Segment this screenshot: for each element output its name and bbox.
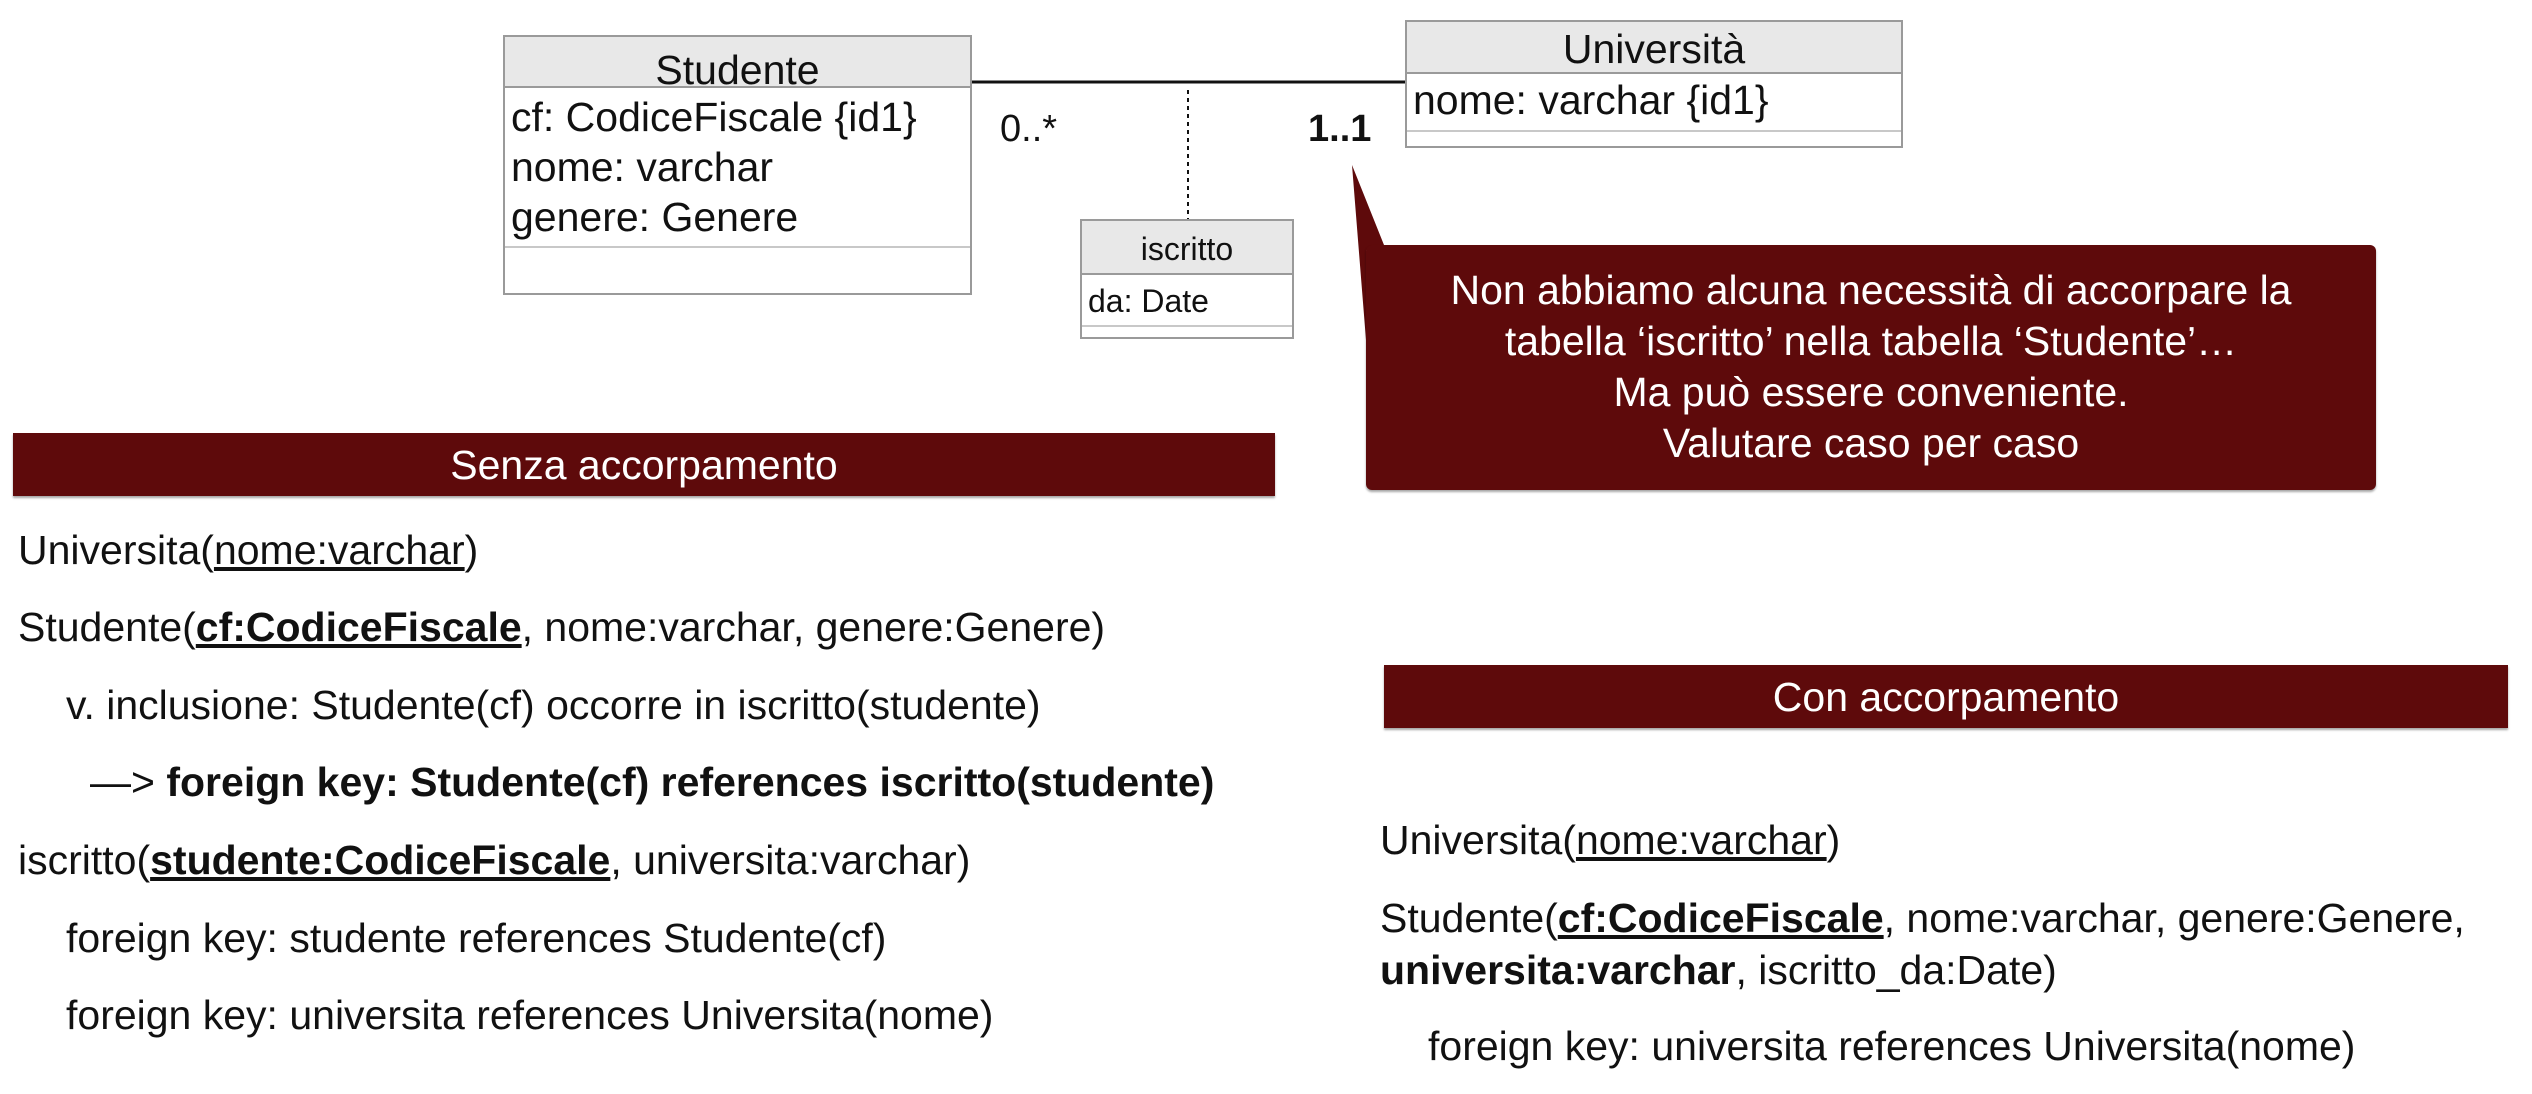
class-studente-name: Studente: [505, 37, 970, 91]
multiplicity-universita-side: 1..1: [1308, 108, 1372, 150]
class-attribute: genere: Genere: [511, 194, 799, 240]
section-title-senza: Senza accorpamento: [13, 433, 1275, 496]
class-universita-name: Università: [1407, 22, 1901, 74]
multiplicity-studente-side: 0..*: [1000, 108, 1058, 150]
relation-attributes: , iscritto_da:Date): [1735, 947, 2057, 993]
relation-name: Studente(: [1380, 895, 1558, 941]
primary-key: nome:varchar: [213, 527, 465, 573]
foreign-key-derived: —> foreign key: Studente(cf) references …: [90, 758, 1214, 806]
relation-name: Studente(: [18, 604, 196, 650]
callout-line: tabella ‘iscritto’ nella tabella ‘Studen…: [1504, 318, 2238, 364]
schema-universita: Universita(nome:varchar): [18, 526, 478, 574]
inclusion-constraint: v. inclusione: Studente(cf) occorre in i…: [66, 682, 1041, 728]
class-studente: Studente cf: CodiceFiscale {id1} nome: v…: [503, 35, 972, 295]
callout-line: Valutare caso per caso: [1662, 420, 2080, 466]
schema-studente-continued: universita:varchar, iscritto_da:Date): [1380, 946, 2057, 994]
class-universita-attributes: nome: varchar {id1}: [1407, 74, 1901, 130]
schema-iscritto: iscritto(studente:CodiceFiscale, univers…: [18, 836, 970, 884]
arrow-symbol: —>: [90, 759, 155, 805]
relation-name: iscritto(: [18, 837, 151, 883]
class-attribute: nome: varchar {id1}: [1413, 77, 1769, 123]
class-operations-compartment: [505, 246, 970, 258]
foreign-key-studente: foreign key: studente references Student…: [66, 915, 887, 961]
foreign-key-universita: foreign key: universita references Unive…: [66, 992, 994, 1038]
class-studente-attributes: cf: CodiceFiscale {id1} nome: varchar ge…: [505, 88, 970, 246]
class-attribute: nome: varchar: [511, 144, 774, 190]
class-operations-compartment: [1407, 130, 1901, 142]
schema-universita: Universita(nome:varchar): [1380, 816, 1840, 864]
class-universita: Università nome: varchar {id1}: [1405, 20, 1903, 148]
schema-studente: Studente(cf:CodiceFiscale, nome:varchar,…: [1380, 894, 2465, 942]
callout-line: Ma può essere conveniente.: [1613, 369, 2129, 415]
relation-attributes: , nome:varchar, genere:Genere,: [1883, 895, 2465, 941]
callout-line: Non abbiamo alcuna necessità di accorpar…: [1450, 267, 2292, 313]
primary-key: studente:CodiceFiscale: [150, 837, 611, 883]
schema-studente: Studente(cf:CodiceFiscale, nome:varchar,…: [18, 603, 1105, 651]
primary-key: cf:CodiceFiscale: [195, 604, 522, 650]
primary-key: cf:CodiceFiscale: [1557, 895, 1884, 941]
relation-name: Universita(: [1380, 817, 1576, 863]
association-class-iscritto: iscritto da: Date: [1080, 219, 1294, 339]
relation-attributes: , nome:varchar, genere:Genere): [521, 604, 1106, 650]
primary-key: nome:varchar: [1575, 817, 1827, 863]
merged-attribute: universita:varchar: [1380, 947, 1736, 993]
class-operations-compartment: [1082, 325, 1292, 337]
foreign-key-text: foreign key: Studente(cf) references isc…: [166, 759, 1215, 805]
class-iscritto-attributes: da: Date: [1082, 275, 1292, 325]
class-attribute: da: Date: [1088, 283, 1209, 319]
relation-name: Universita(: [18, 527, 214, 573]
class-iscritto-name: iscritto: [1082, 221, 1292, 275]
relation-close: ): [1826, 817, 1841, 863]
callout-note: Non abbiamo alcuna necessità di accorpar…: [1366, 245, 2376, 490]
callout-pointer: [1352, 165, 1386, 340]
relation-attributes: , universita:varchar): [610, 837, 971, 883]
relation-close: ): [464, 527, 479, 573]
class-attribute: cf: CodiceFiscale {id1}: [511, 94, 917, 140]
section-title-con: Con accorpamento: [1384, 665, 2508, 728]
foreign-key-universita: foreign key: universita references Unive…: [1428, 1023, 2356, 1069]
